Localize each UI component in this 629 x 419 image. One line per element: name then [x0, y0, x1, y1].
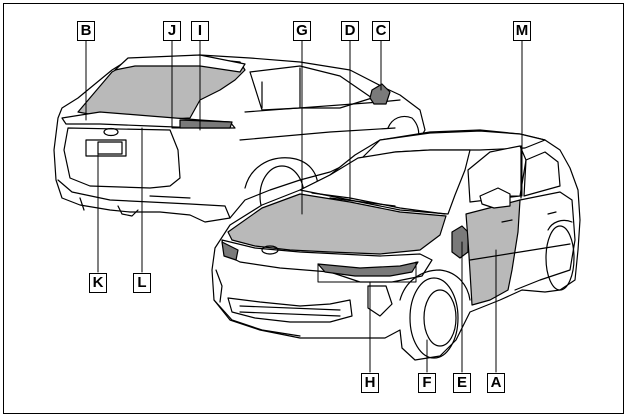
leader-lines	[85, 39, 523, 373]
callout-f: F	[418, 373, 436, 393]
rear-vehicle	[53, 54, 426, 227]
callout-k: K	[89, 273, 107, 293]
callout-c: C	[372, 21, 390, 41]
callout-m: M	[513, 21, 531, 41]
callout-b: B	[77, 21, 95, 41]
callout-i: I	[191, 21, 209, 41]
callout-h: H	[361, 373, 379, 393]
callout-j: J	[163, 21, 181, 41]
front-vehicle	[211, 129, 581, 361]
callout-d: D	[341, 21, 359, 41]
callout-l: L	[133, 273, 151, 293]
callout-a: A	[487, 373, 505, 393]
callout-e: E	[453, 373, 471, 393]
callout-g: G	[293, 21, 311, 41]
